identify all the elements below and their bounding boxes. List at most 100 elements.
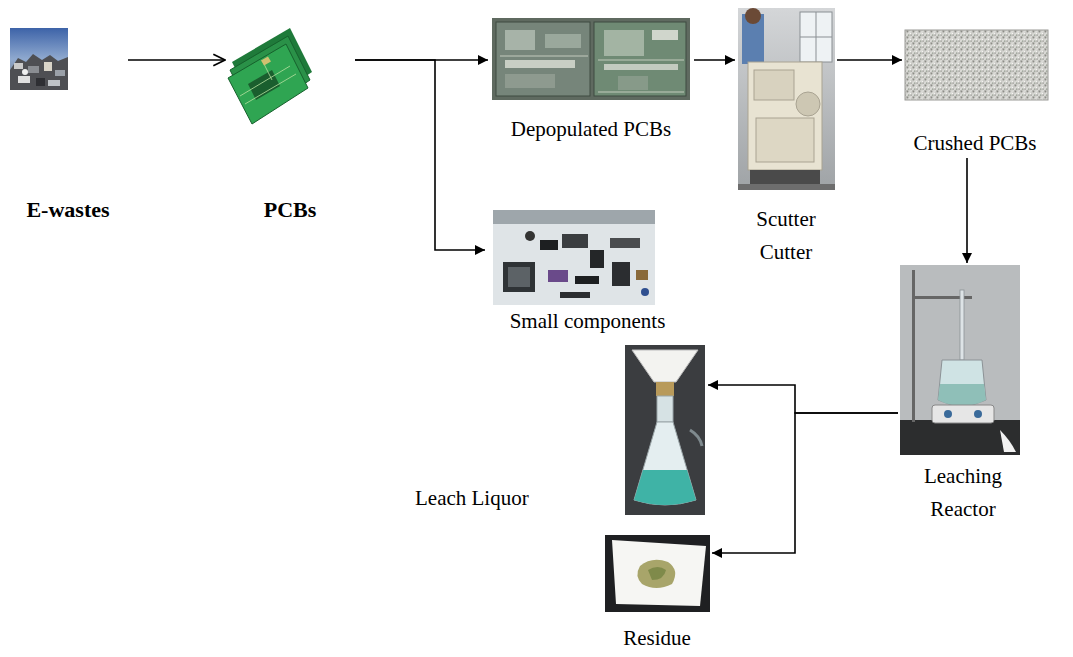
small-components-photo-part <box>540 240 558 250</box>
node-label: Leach Liquor <box>415 485 529 511</box>
process-item: Crushed PCBs <box>902 28 1048 158</box>
flow-arrow <box>837 59 902 61</box>
node-label: Residue <box>623 625 691 651</box>
leach-liquor-photo-part <box>634 422 696 505</box>
small-components-photo-part <box>641 288 649 296</box>
node-label: Scutter Cutter <box>744 203 828 270</box>
flow-arrow <box>708 385 898 413</box>
flow-arrow <box>128 59 225 61</box>
flow-arrow <box>355 59 488 61</box>
leaching-reactor-photo <box>900 265 1020 455</box>
e-waste-photo-part <box>10 54 68 90</box>
leaching-reactor-photo-part <box>938 384 986 406</box>
crushed-pcb-photo-part <box>905 30 1048 100</box>
leaching-reactor-photo-part <box>900 420 1020 455</box>
product-item: Leach Liquor <box>410 343 708 517</box>
node-label: Depopulated PCBs <box>511 116 671 142</box>
leaching-reactor-photo-part <box>944 410 952 418</box>
leach-liquor-photo <box>625 345 705 515</box>
leaching-reactor-photo-part <box>900 265 1020 455</box>
equipment-item: Scutter Cutter <box>735 6 837 272</box>
residue-photo-part <box>612 540 706 606</box>
small-components-photo-part <box>590 250 604 268</box>
small-components-photo-part <box>493 210 655 224</box>
scutter-cutter-photo-part <box>800 12 832 62</box>
e-waste-photo <box>10 28 68 90</box>
pcb-stack-photo-part <box>228 44 308 124</box>
scutter-cutter-photo-part <box>738 184 835 190</box>
depopulated-pcb-photo-part <box>505 60 575 68</box>
leaching-reactor-photo-part <box>960 290 964 360</box>
leach-liquor-photo-part <box>690 430 702 446</box>
e-waste-photo-part <box>22 69 28 75</box>
small-components-photo-part <box>612 262 630 286</box>
flow-arrow <box>694 59 735 61</box>
depopulated-pcb-photo-part <box>505 30 535 50</box>
e-waste-photo-part <box>55 70 65 76</box>
small-components-photo-part <box>548 270 568 282</box>
small-components-photo-part <box>525 231 535 241</box>
scutter-cutter-photo-part <box>796 92 820 116</box>
small-components-photo-part <box>508 267 530 287</box>
depopulated-pcb-photo-part <box>545 34 581 48</box>
small-components-photo-part <box>610 238 640 248</box>
pcb-stack-photo <box>228 28 312 124</box>
flow-arrow <box>355 60 485 250</box>
leach-liquor-photo-part <box>657 396 673 422</box>
flow-arrow <box>712 413 898 553</box>
e-waste-photo-part <box>48 80 60 86</box>
scutter-cutter-photo <box>738 8 835 190</box>
residue-photo <box>605 535 710 612</box>
leaching-reactor-photo-part <box>974 410 982 418</box>
leach-liquor-photo-part <box>632 350 698 382</box>
process-item: Depopulated PCBs <box>488 16 694 144</box>
residue-photo-part <box>648 567 666 580</box>
scutter-cutter-photo-part <box>756 118 814 162</box>
small-components-photo <box>493 210 655 305</box>
crushed-pcb-photo-part <box>905 30 1048 100</box>
scutter-cutter-photo-part <box>738 8 835 190</box>
node-label: Leaching Reactor <box>915 460 1011 527</box>
leach-liquor-photo-part <box>634 470 696 505</box>
residue-photo-part <box>637 560 675 588</box>
source-item: PCBs <box>225 22 355 225</box>
scutter-cutter-photo-part <box>750 170 820 186</box>
node-label: E-wastes <box>26 196 109 224</box>
node-label: PCBs <box>264 196 317 224</box>
flow-arrow <box>966 158 968 263</box>
residue-photo-part <box>605 535 710 612</box>
depopulated-pcb-photo-part <box>604 64 678 70</box>
depopulated-pcb-photo-part <box>618 76 648 90</box>
depopulated-pcb-photo <box>492 18 690 100</box>
small-components-photo-part <box>493 210 655 305</box>
e-waste-photo-part <box>18 76 30 83</box>
crushed-pcb-photo <box>905 30 1048 100</box>
e-waste-photo-part <box>14 63 23 69</box>
equipment-item: Leaching Reactor <box>898 263 1028 529</box>
depopulated-pcb-photo-part <box>505 74 555 88</box>
leaching-reactor-photo-part <box>938 360 986 406</box>
depopulated-pcb-photo-part <box>496 22 590 96</box>
leaching-reactor-photo-part <box>1000 430 1016 452</box>
leaching-reactor-photo-part <box>932 405 994 423</box>
small-components-photo-part <box>636 270 648 280</box>
scutter-cutter-photo-part <box>745 8 761 24</box>
e-waste-photo-part <box>10 28 68 90</box>
leach-liquor-photo-part <box>656 382 674 396</box>
source-item: E-wastes <box>8 25 128 225</box>
scutter-cutter-photo-part <box>800 12 832 62</box>
depopulated-pcb-photo-part <box>500 56 684 92</box>
small-components-photo-part <box>562 234 588 248</box>
depopulated-pcb-photo-part <box>604 30 644 56</box>
scutter-cutter-photo-part <box>754 70 794 100</box>
product-item: Residue <box>602 533 712 653</box>
small-components-photo-part <box>503 262 535 292</box>
leaching-reactor-photo-part <box>912 270 915 422</box>
pcb-stack-photo-part <box>261 56 271 65</box>
depopulated-pcb-photo-part <box>652 30 678 40</box>
e-waste-photo-part <box>36 78 45 86</box>
process-item: Small components <box>485 208 690 336</box>
small-components-photo-part <box>575 276 599 284</box>
node-label: Crushed PCBs <box>913 130 1036 156</box>
